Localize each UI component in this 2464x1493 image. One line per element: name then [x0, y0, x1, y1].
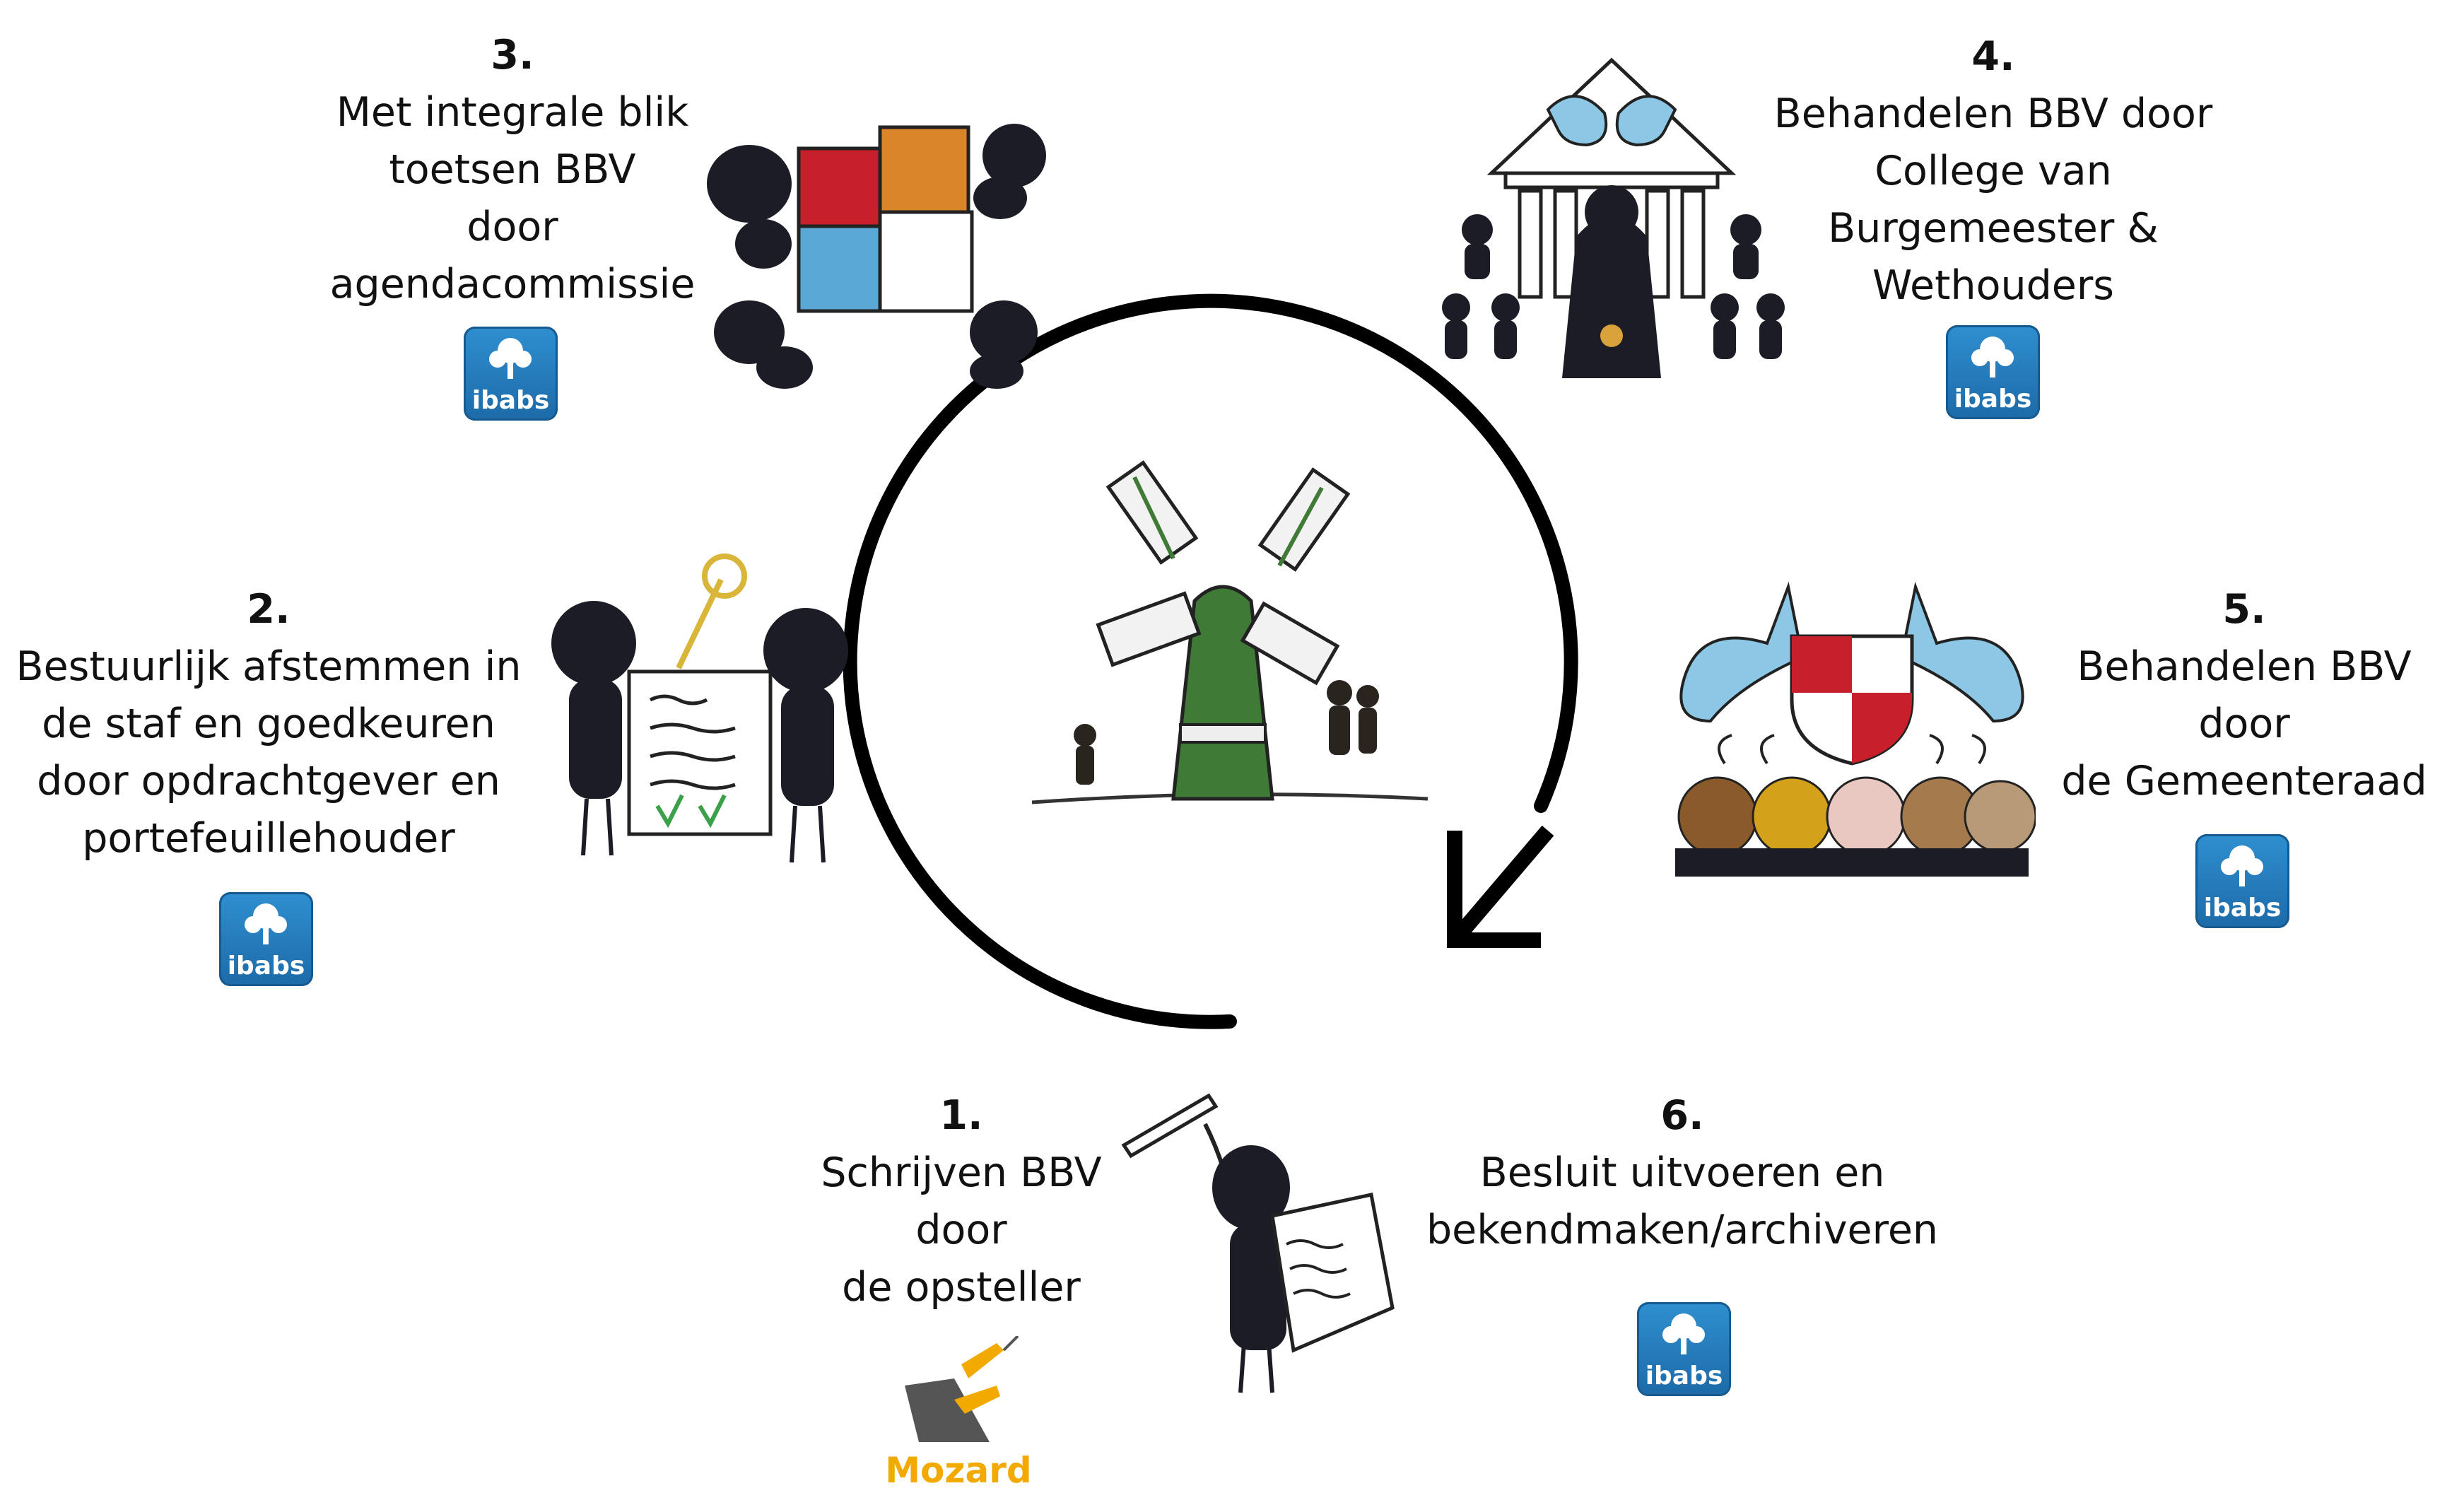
step-text-line: Besluit uitvoeren en [1479, 1149, 1885, 1196]
step-text-line: door [915, 1207, 1007, 1253]
step-text-line: de Gemeenteraad [2061, 758, 2427, 804]
step-text-line: Bestuurlijk afstemmen in [16, 643, 522, 690]
city-hall-icon [1442, 57, 1785, 378]
ibabs-logo-icon: ibabs [2195, 834, 2289, 928]
ibabs-logo-icon: ibabs [1637, 1302, 1731, 1396]
step-text-line: portefeuillehouder [82, 815, 455, 862]
step-text-line: toetsen BBV [389, 146, 636, 193]
ibabs-logo-icon: ibabs [1946, 325, 2040, 419]
mozard-logo-label: Mozard [885, 1450, 1032, 1491]
windmill-icon [1032, 460, 1428, 804]
step-text-line: bekendmaken/archiveren [1426, 1207, 1939, 1253]
step-text-line: door opdrachtgever en [37, 758, 500, 804]
step-number: 5. [2222, 586, 2266, 633]
ibabs-logo-icon: ibabs [464, 327, 558, 421]
step-4: 4. Behandelen BBV door College van Burge… [1760, 28, 2227, 315]
step-text-line: College van [1875, 148, 2112, 194]
council-icon [1675, 581, 2036, 877]
step-text-line: Met integrale blik [336, 89, 689, 136]
step-3: 3. Met integrale blik toetsen BBV door a… [311, 27, 714, 313]
step-number: 3. [491, 32, 534, 78]
step-number: 1. [939, 1092, 983, 1139]
step-text-line: Schrijven BBV [821, 1149, 1102, 1196]
step-number: 4. [1971, 33, 2015, 80]
step-text-line: door [2198, 701, 2290, 747]
step-text-line: Behandelen BBV door [1773, 90, 2213, 137]
step-text-line: Burgemeester & [1828, 205, 2159, 252]
step-2: 2. Bestuurlijk afstemmen in de staf en g… [14, 581, 523, 867]
step-text-line: de staf en goedkeuren [42, 701, 495, 747]
step-number: 6. [1660, 1092, 1704, 1139]
step-5: 5. Behandelen BBV door de Gemeenteraad [2057, 581, 2431, 810]
approval-icon [551, 554, 848, 863]
step-text-line: de opsteller [842, 1264, 1081, 1311]
writer-icon [1121, 1093, 1395, 1393]
step-text-line: Behandelen BBV [2077, 643, 2412, 690]
step-1: 1. Schrijven BBV door de opsteller [778, 1087, 1145, 1316]
puzzle-meeting-icon [707, 124, 1046, 389]
step-text-line: door [467, 204, 558, 250]
step-text-line: Wethouders [1872, 262, 2114, 309]
step-number: 2. [247, 586, 291, 633]
step-text-line: agendacommissie [329, 261, 696, 308]
mozard-logo-icon [905, 1336, 1019, 1442]
ibabs-logo-icon: ibabs [219, 892, 313, 986]
step-6: 6. Besluit uitvoeren en bekendmaken/arch… [1414, 1087, 1951, 1259]
